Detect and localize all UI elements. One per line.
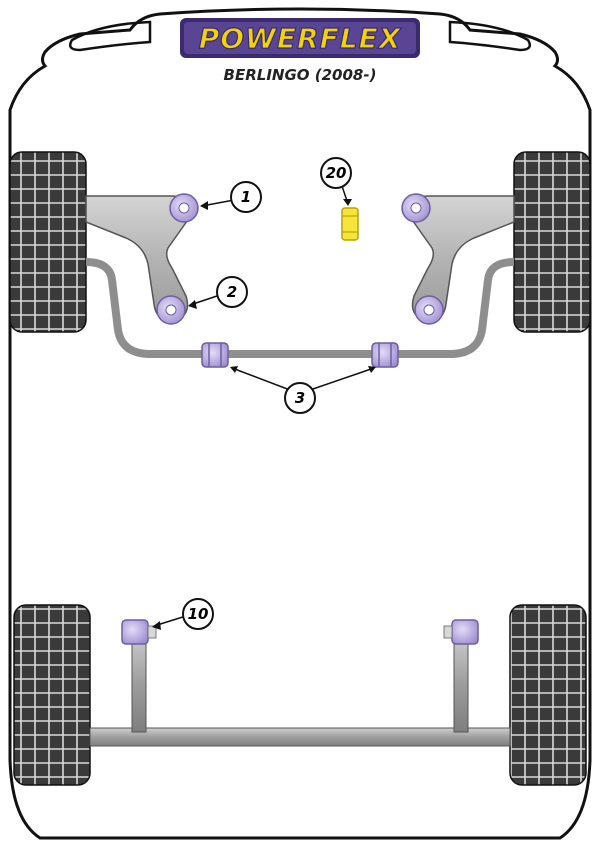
bush-1-left-front (169, 193, 199, 223)
callout-label-20: 20 (326, 164, 347, 182)
rear-left-wheel (13, 604, 91, 786)
car-body-outline (8, 7, 592, 840)
powerflex-logo: POWERFLEX (180, 18, 420, 58)
callout-circle-10 (182, 598, 214, 630)
bush-10-left (121, 619, 157, 645)
callout-leaders (153, 185, 375, 627)
callout-arrowheads (152, 199, 376, 630)
callout-circle-1 (230, 181, 262, 213)
right-mirror (448, 20, 531, 52)
front-anti-roll-bar (85, 258, 515, 358)
callout-label-2: 2 (227, 283, 237, 301)
rear-right-arm (453, 631, 469, 733)
bush-2-left-rear (156, 295, 186, 325)
bush-20 (341, 207, 359, 241)
front-left-wheel (9, 151, 87, 333)
rear-left-arm (131, 631, 147, 733)
left-mirror (69, 20, 152, 52)
bush-3-right (371, 342, 399, 368)
model-title: BERLINGO (2008-) (223, 66, 377, 84)
front-right-wheel (513, 151, 591, 333)
callout-label-3: 3 (295, 389, 305, 407)
callout-label-10: 10 (188, 605, 209, 623)
callout-circle-2 (216, 276, 248, 308)
bush-2-right-rear (414, 295, 444, 325)
rear-right-wheel (509, 604, 587, 786)
bush-10-right (443, 619, 479, 645)
brand-logo-text: POWERFLEX (199, 22, 402, 55)
bush-3-left (201, 342, 229, 368)
callout-circle-3 (284, 382, 316, 414)
callout-label-1: 1 (241, 188, 251, 206)
bush-1-right-front (401, 193, 431, 223)
callout-circle-20 (320, 157, 352, 189)
rear-axle-beam (89, 727, 511, 747)
